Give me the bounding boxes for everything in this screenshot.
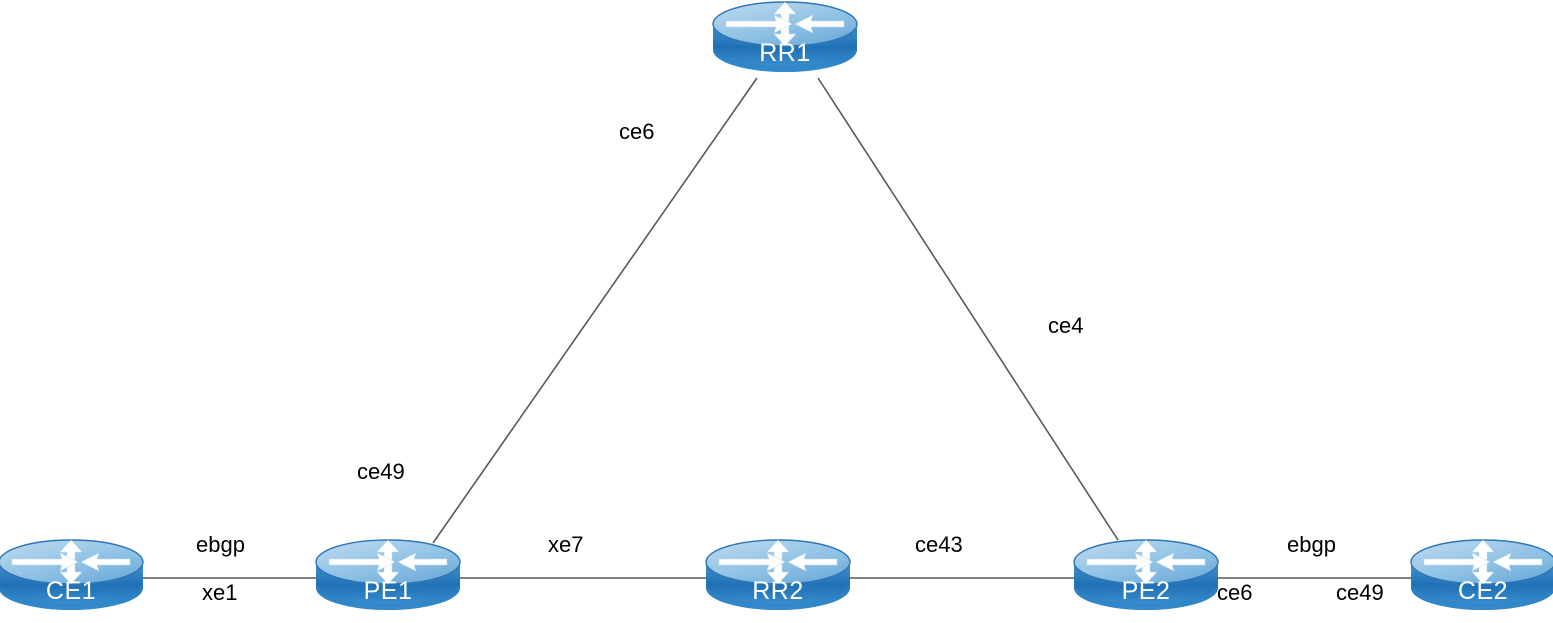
router-icon <box>1410 536 1553 614</box>
node-ce2[interactable]: CE2 <box>1410 536 1553 614</box>
router-icon <box>315 536 461 614</box>
link-rr1-pe2 <box>817 77 1119 541</box>
label-ce6-rr1: ce6 <box>619 119 655 144</box>
label-ce43-rr2: ce43 <box>915 532 963 557</box>
label-ce4-rr1: ce4 <box>1048 313 1084 338</box>
link-rr1-pe1 <box>432 77 758 544</box>
node-pe2[interactable]: PE2 <box>1073 536 1219 614</box>
router-icon <box>705 536 851 614</box>
label-ce49-pe1: ce49 <box>357 459 405 484</box>
router-icon <box>0 536 144 614</box>
router-icon <box>1073 536 1219 614</box>
label-xe1-ce1: xe1 <box>202 580 238 605</box>
router-icon <box>712 0 858 76</box>
label-xe7-pe1: xe7 <box>548 532 584 557</box>
label-ebgp-ce1: ebgp <box>196 532 245 557</box>
label-ebgp-pe2: ebgp <box>1287 532 1336 557</box>
node-pe1[interactable]: PE1 <box>315 536 461 614</box>
node-rr2[interactable]: RR2 <box>705 536 851 614</box>
node-rr1[interactable]: RR1 <box>712 0 858 76</box>
label-ce49-ce2: ce49 <box>1336 580 1384 605</box>
label-ce6-pe2: ce6 <box>1217 580 1253 605</box>
node-ce1[interactable]: CE1 <box>0 536 144 614</box>
